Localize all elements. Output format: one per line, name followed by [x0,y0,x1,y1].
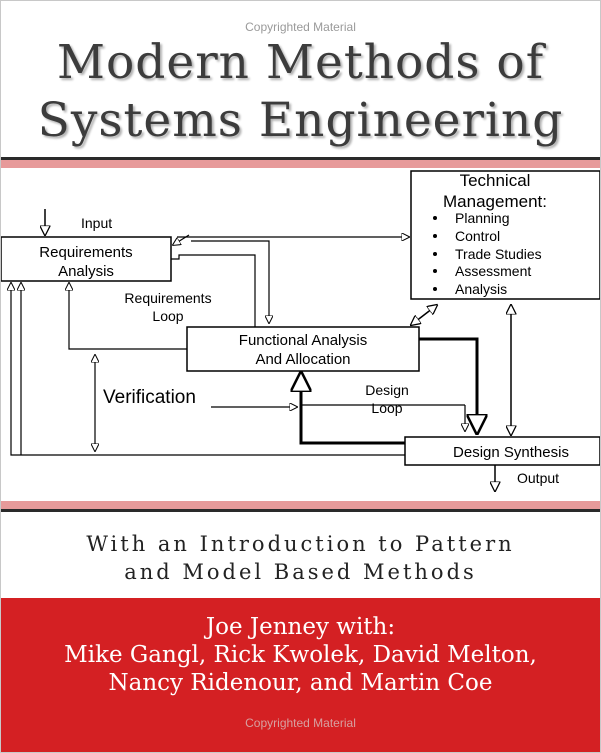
requirements-loop-label-2: Loop [152,308,183,324]
input-label: Input [81,215,112,231]
authors-line-1: Joe Jenney with: [205,614,396,640]
functional-analysis-label-2: And Allocation [255,351,350,368]
authors-band: Joe Jenney with: Mike Gangl, Rick Kwolek… [1,598,600,752]
technical-management-title-2: Management: [443,192,547,211]
watermark-top: Copyrighted Material [245,20,356,34]
outer-left-loop [11,283,405,456]
tm-item-planning: Planning [455,210,510,226]
tm-item-assessment: Assessment [455,263,531,279]
design-loop-line [301,373,405,445]
middle-divider [1,501,600,512]
top-divider [1,157,600,168]
tm-bullet-5 [433,287,437,291]
output-label: Output [517,470,559,486]
subtitle-line-2: and Model Based Methods [124,560,477,584]
requirements-analysis-label-2: Analysis [58,263,114,280]
functional-analysis-label-1: Functional Analysis [239,332,367,349]
tm-item-analysis: Analysis [455,281,507,297]
design-loop-label-1: Design [365,382,409,398]
design-loop-label-2: Loop [371,400,402,416]
technical-management-title-1: Technical [460,171,531,190]
design-synthesis-label: Design Synthesis [453,444,569,461]
authors-line-2: Mike Gangl, Rick Kwolek, David Melton, [64,642,537,668]
requirements-loop-label-1: Requirements [124,290,211,306]
design-synthesis-box [404,436,600,466]
verification-label: Verification [103,387,196,408]
tm-bullet-4 [433,269,437,273]
watermark-bottom: Copyrighted Material [245,716,356,730]
requirements-analysis-box [1,236,172,282]
systems-engineering-diagram: Input Requirements Analysis Requirements… [1,170,600,501]
tm-bullet-2 [433,234,437,238]
req-to-func-arrow [191,240,269,323]
technical-management-box [410,170,600,300]
req-to-tech-diag [173,234,190,245]
book-title-line-2: Systems Engineering [37,93,564,148]
requirements-analysis-label-1: Requirements [39,244,132,261]
tm-item-control: Control [455,228,500,244]
func-to-design-arrow [419,337,477,433]
functional-analysis-box [186,326,420,372]
requirements-loop-line [69,283,187,350]
tm-bullet-3 [433,252,437,256]
func-to-tech-arrow [411,305,437,325]
tm-bullet-1 [433,216,437,220]
tm-item-trade-studies: Trade Studies [455,246,542,262]
book-title-line-1: Modern Methods of [56,35,545,90]
func-upper-right-line [171,254,256,327]
subtitle-line-1: With an Introduction to Pattern [86,532,515,556]
authors-line-3: Nancy Ridenour, and Martin Coe [108,670,493,696]
